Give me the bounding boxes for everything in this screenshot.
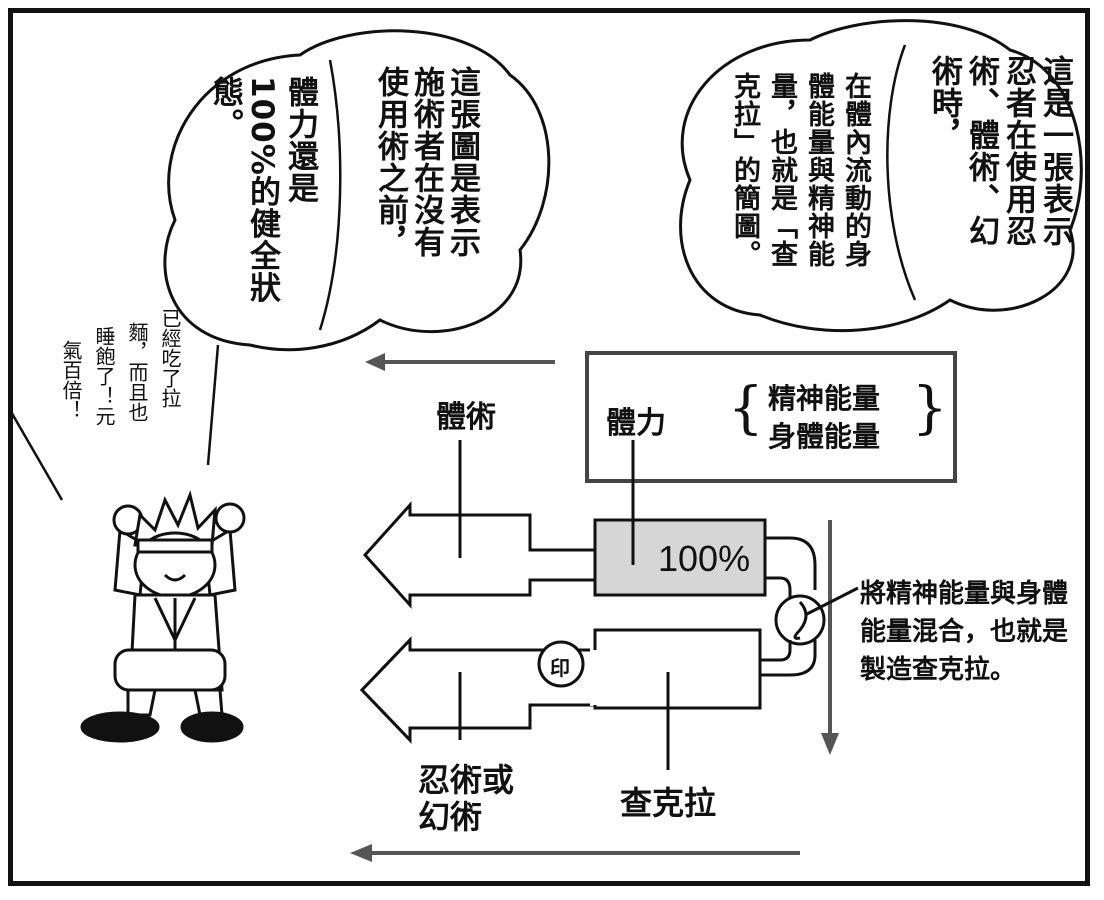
shout-col-2: 麵，而且也 — [125, 322, 149, 422]
seal-label: 印 — [550, 656, 570, 680]
right-bubble-col-7: 量，也就是「查 — [766, 72, 797, 268]
left-bubble-col-4: 體力還是 — [282, 76, 318, 204]
mix-loop — [765, 536, 817, 600]
stamina-box — [585, 351, 957, 483]
right-bubble-col-5: 在體內流動的身 — [840, 72, 871, 268]
right-bubble-col-4: 術時， — [926, 55, 962, 151]
character-illustration — [80, 490, 246, 743]
percent-label: 100% — [658, 538, 751, 579]
chakra-label: 查克拉 — [620, 784, 717, 822]
right-bubble-col-6: 體能量與精神能 — [803, 72, 834, 268]
panel-frame — [8, 8, 1090, 886]
brace-left: { — [728, 376, 764, 441]
left-bubble-col-6: 態。 — [207, 76, 243, 140]
right-bubble-col-1: 這是一張表示 — [1037, 55, 1073, 247]
stamina-label: 體力 — [606, 406, 666, 441]
right-bubble-col-2: 忍者在使用忍 — [1000, 55, 1036, 247]
speech-bubble-right — [679, 19, 1083, 333]
speech-bubble-left — [163, 29, 551, 352]
ninjutsu-label-line1: 忍術或 — [418, 761, 515, 799]
right-bubble-col-8: 克拉」的簡圖。 — [729, 72, 760, 268]
brace-right: } — [912, 376, 948, 441]
stamina-tank — [593, 518, 767, 597]
taijutsu-label: 體術 — [436, 400, 496, 435]
seal-circle — [537, 640, 585, 688]
shout-col-3: 睡飽了！元 — [92, 326, 116, 426]
spiritual-energy-label: 精神能量 — [768, 382, 881, 415]
mix-valve — [774, 594, 826, 646]
left-bubble-col-5: 100%的健全狀 — [244, 76, 280, 304]
right-bubble-col-3: 術、體術、幻 — [963, 55, 999, 247]
taijutsu-pipe — [362, 501, 597, 609]
physical-energy-label: 身體能量 — [768, 420, 881, 453]
ninjutsu-label-line2: 幻術 — [418, 798, 483, 836]
mix-note: 將精神能量與身體能量混合，也就是製造查克拉。 — [860, 579, 1069, 685]
left-bubble-col-2: 施術者在沒有 — [408, 66, 444, 258]
left-bubble-col-1: 這張圖是表示 — [444, 66, 480, 258]
shout-col-1: 已經吃了拉 — [158, 308, 182, 408]
left-bubble-col-3: 使用術之前， — [372, 66, 408, 258]
shout-col-4: 氣百倍！ — [59, 340, 83, 420]
